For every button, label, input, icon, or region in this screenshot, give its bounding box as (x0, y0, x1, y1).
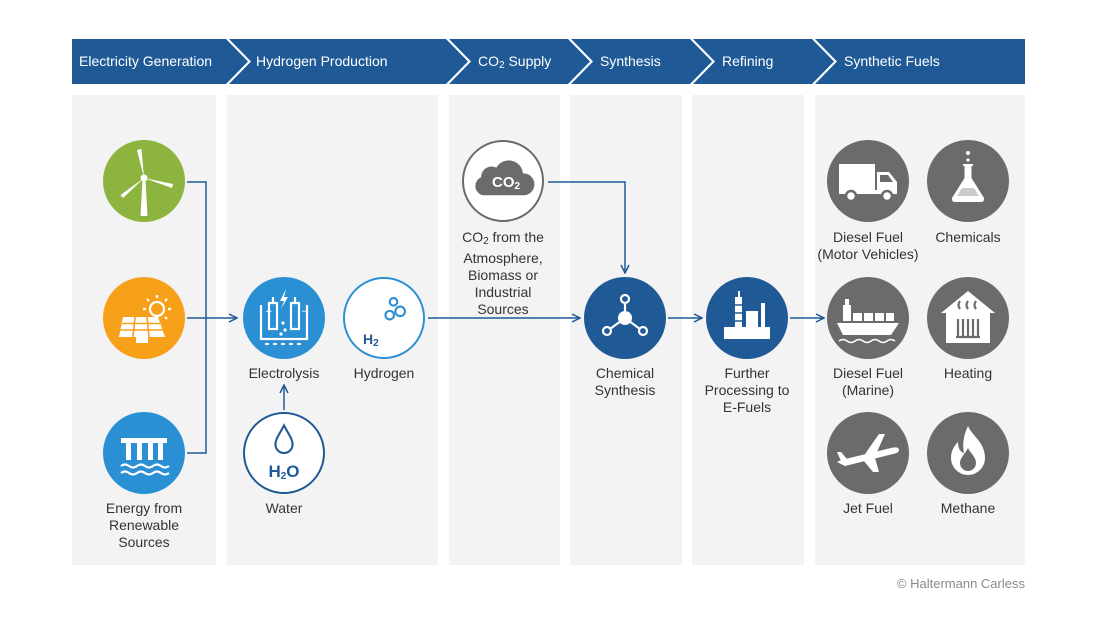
flame-icon (951, 426, 985, 475)
svg-text:−: − (301, 307, 309, 317)
stage-hydrogen-production: Hydrogen Production (256, 39, 388, 84)
copyright-notice: © Haltermann Carless (896, 576, 1025, 591)
water-label: Water (265, 500, 303, 516)
co2-node: CO2 (462, 140, 544, 222)
ship-icon (837, 299, 899, 344)
airplane-icon (837, 434, 899, 472)
svg-text:+: + (265, 307, 273, 317)
stage-refining: Refining (722, 39, 774, 84)
electrolysis-node: + − (243, 277, 325, 359)
hydrogen-node: H2 (343, 277, 425, 359)
house-heat-icon (941, 291, 995, 343)
connector-wind (187, 181, 207, 318)
hydro-node (103, 412, 185, 494)
stage-co2-supply: CO2 Supply (478, 39, 552, 84)
co2-formula: CO2 (492, 174, 521, 192)
stage-synthesis: Synthesis (600, 39, 661, 84)
molecule-icon (601, 293, 649, 337)
co2-cloud-icon (475, 160, 535, 196)
hydrogen-formula: H2 (363, 331, 379, 349)
hydro-dam-icon (120, 438, 170, 476)
hydrogen-label: Hydrogen (353, 365, 415, 381)
solar-node (103, 277, 185, 359)
methane-node (927, 412, 1009, 494)
flask-icon (951, 151, 985, 202)
diesel-marine-label: Diesel Fuel(Marine) (832, 365, 904, 398)
chemicals-node (927, 140, 1009, 222)
water-drop-icon (274, 423, 294, 455)
electrolysis-label: Electrolysis (248, 365, 320, 381)
chemicals-label: Chemicals (935, 229, 1001, 245)
methane-label: Methane (940, 500, 996, 516)
hydrogen-bubbles-icon (384, 296, 406, 321)
diesel-vehicles-label: Diesel Fuel(Motor Vehicles) (817, 229, 919, 262)
refining-node (706, 277, 788, 359)
refinery-icon (724, 291, 770, 339)
heating-node (927, 277, 1009, 359)
solar-panel-icon (119, 295, 171, 343)
diesel-marine-node (827, 277, 909, 359)
stage-electricity-generation: Electricity Generation (79, 39, 213, 84)
diesel-vehicles-node (827, 140, 909, 222)
stage-synthetic-fuels: Synthetic Fuels (844, 39, 940, 84)
water-formula: H2O (268, 462, 300, 482)
wind-turbine-icon (120, 149, 173, 216)
water-node: H2O (243, 412, 325, 494)
jet-fuel-node (827, 412, 909, 494)
connector-hydro (187, 318, 207, 454)
synthesis-node (584, 277, 666, 359)
electrolyzer-icon: + − (259, 289, 309, 345)
wind-node (103, 140, 185, 222)
heating-label: Heating (943, 365, 993, 381)
jet-fuel-label: Jet Fuel (843, 500, 893, 516)
truck-icon (839, 164, 897, 203)
connector-co2-synthesis (548, 181, 625, 273)
